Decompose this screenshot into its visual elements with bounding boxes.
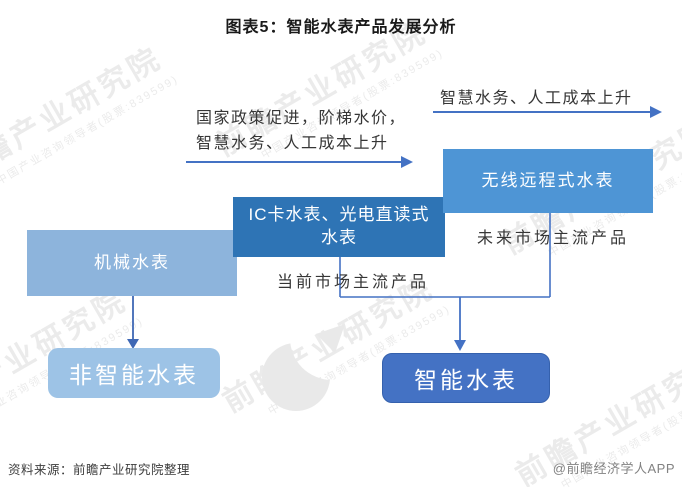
stage-label-ic-card: IC卡水表、光电直读式水表 xyxy=(248,205,430,247)
stage-box-ic-card: IC卡水表、光电直读式水表 xyxy=(233,197,445,257)
mechanical-to-nonsmart-arrow xyxy=(127,296,139,349)
stage-box-wireless: 无线远程式水表 xyxy=(443,149,653,213)
outcome-label-non-smart: 非智能水表 xyxy=(69,362,199,388)
outcome-box-smart: 智能水表 xyxy=(382,353,550,403)
source-note: 资料来源：前瞻产业研究院整理 xyxy=(8,463,191,477)
page-title: 图表5：智能水表产品发展分析 xyxy=(225,19,457,36)
policy-driver-label: 国家政策促进，阶梯水价， 智慧水务、人工成本上升 xyxy=(196,106,406,156)
stage-box-mechanical: 机械水表 xyxy=(27,230,237,296)
outcome-box-non-smart: 非智能水表 xyxy=(48,348,220,398)
future-mainstream-label: 未来市场主流产品 xyxy=(477,230,630,247)
trend-driver-label: 智慧水务、人工成本上升 xyxy=(440,90,633,107)
stage-label-mechanical: 机械水表 xyxy=(94,252,170,272)
stage-label-wireless: 无线远程式水表 xyxy=(481,170,615,190)
credit-note: @前瞻经济学人APP xyxy=(552,461,675,476)
policy-driver-line1: 国家政策促进，阶梯水价， xyxy=(196,110,407,127)
current-mainstream-label: 当前市场主流产品 xyxy=(277,274,430,291)
policy-arrow xyxy=(186,156,413,168)
merge-to-smart-arrow xyxy=(339,213,551,351)
policy-driver-line2: 智慧水务、人工成本上升 xyxy=(196,135,389,152)
trend-arrow xyxy=(433,106,662,118)
outcome-label-smart: 智能水表 xyxy=(414,367,518,393)
